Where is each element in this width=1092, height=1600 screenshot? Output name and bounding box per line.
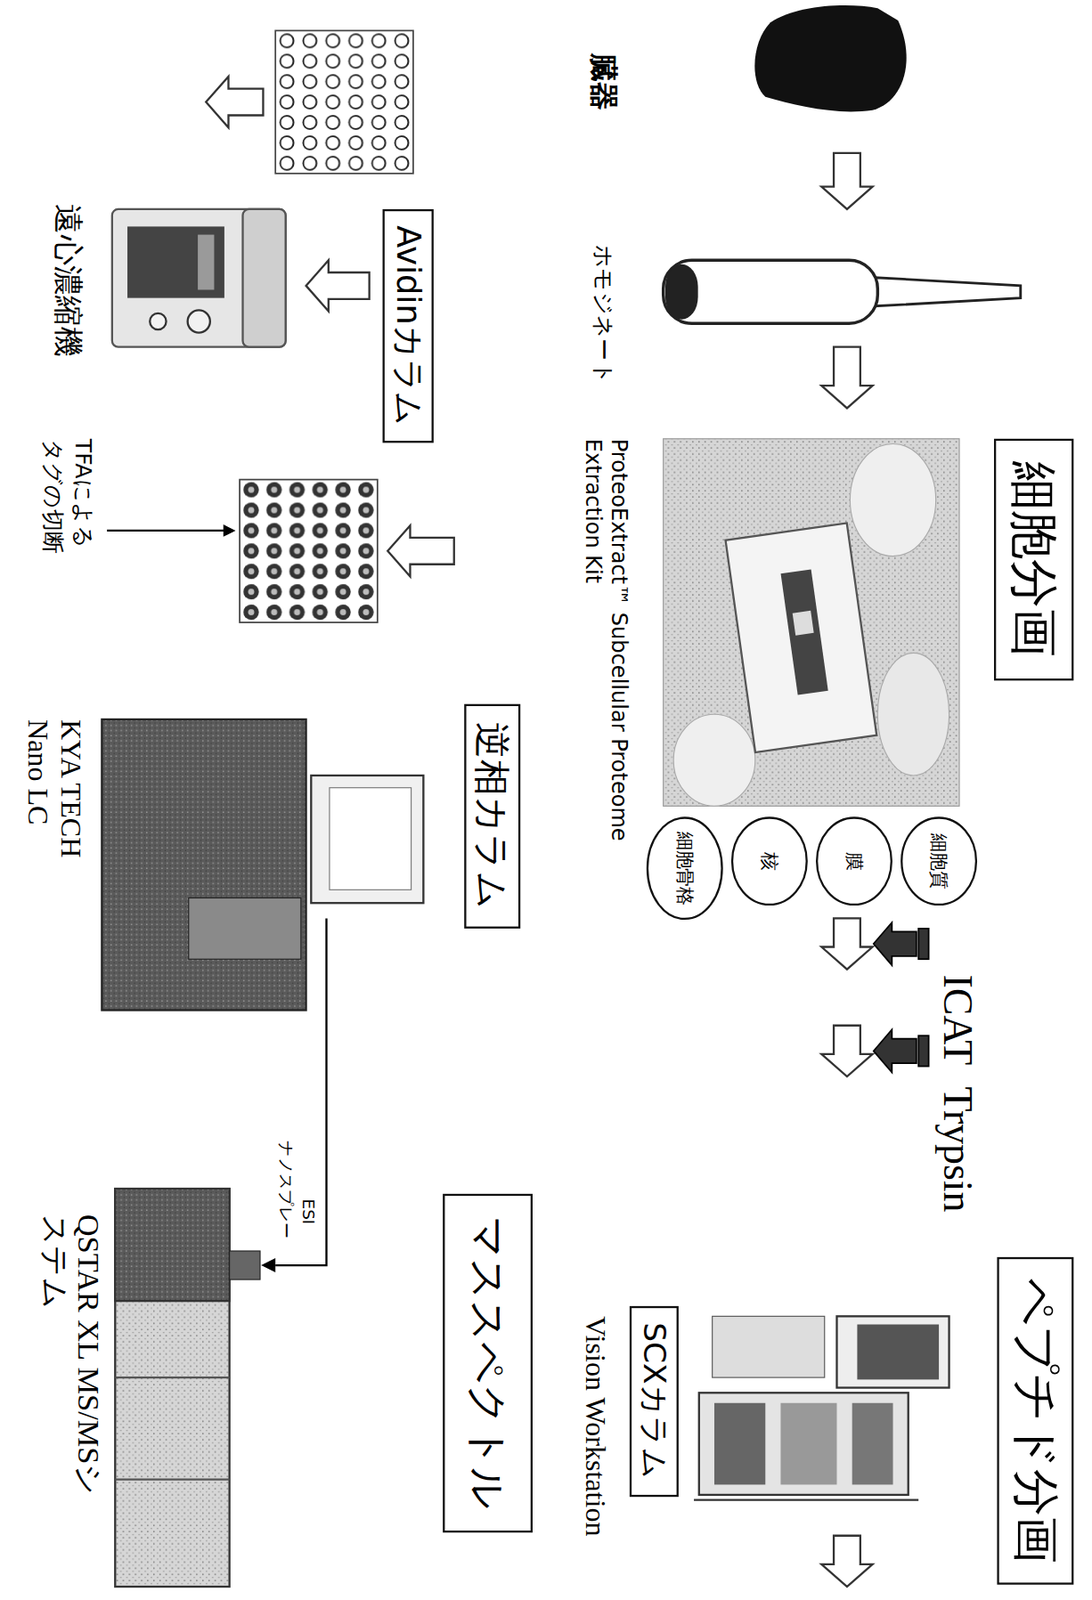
lc-module [188, 897, 302, 960]
box-text: 細胞骨格 [673, 831, 696, 906]
step-box: SCXカラム [629, 1306, 679, 1498]
fraction-ellipse: 細胞骨格 [645, 816, 724, 921]
organ-blob [754, 5, 906, 112]
section-heading-box: 細胞分画 [994, 439, 1074, 682]
fraction-ellipse: 膜 [814, 816, 893, 907]
flow-arrow [821, 1026, 872, 1077]
box-text: マススペクトル [463, 1216, 513, 1511]
ellipse-outline [647, 818, 723, 920]
kit-box-face [725, 523, 878, 753]
hand [673, 714, 756, 807]
kit-box [725, 523, 878, 753]
wire-label: ESI [298, 1199, 318, 1226]
step-box: Avidinカラム [382, 209, 434, 443]
ion-source [229, 1251, 261, 1280]
section-heading-box: マススペクトル [442, 1194, 533, 1533]
homogenizer-tip [665, 264, 699, 320]
kit-tube [792, 611, 815, 636]
hand [877, 652, 949, 776]
ellipse-outline [732, 818, 807, 905]
control-panel [127, 226, 225, 298]
flow-arrow [306, 260, 370, 311]
ms-cabinet-dark [114, 1189, 229, 1302]
centrifuge-lid [243, 209, 286, 348]
flow-arrow [205, 76, 263, 128]
flow-arrow [821, 1536, 872, 1588]
leader-arrowhead [223, 524, 237, 538]
flow-arrow [387, 525, 454, 577]
display [197, 235, 214, 291]
hplc-module [714, 1403, 766, 1486]
instrument-caption: 遠心濃縮機 [49, 203, 87, 358]
spray-arrowhead [260, 1258, 276, 1273]
well-plate [239, 480, 378, 623]
lc-body [101, 719, 306, 1011]
fraction-ellipse: 細胞質 [900, 816, 978, 907]
box-text: ペプチド分画 [1007, 1278, 1064, 1565]
reagent-name: ICAT [932, 974, 982, 1066]
box-text: 細胞質 [928, 833, 951, 889]
flow-arrow [821, 918, 872, 970]
flow-arrow [821, 153, 872, 210]
kit-band [781, 569, 829, 695]
instrument-caption: QSTAR XL MS/MSシステム [38, 1214, 106, 1501]
hplc-module [780, 1403, 837, 1486]
ms-cabinet [114, 1189, 229, 1588]
reagent-arrows [873, 922, 930, 1073]
hplc-module [852, 1403, 894, 1486]
leader-line [106, 529, 225, 532]
homogenizer-body [663, 260, 879, 324]
section-heading-box: ペプチド分画 [996, 1257, 1074, 1586]
hand [849, 444, 936, 557]
reagent-name: Trypsin [932, 1086, 982, 1213]
step-caption: 臓器 [586, 53, 620, 111]
lc-monitor [310, 775, 424, 904]
vial-cap [918, 1035, 929, 1067]
reagent-arrow [873, 1029, 917, 1073]
monitor [837, 1316, 950, 1388]
box-text: SCXカラム [635, 1322, 673, 1482]
centrifuge-body [112, 209, 286, 348]
instrument-caption: KYA TECH Nano LC [20, 719, 87, 883]
flow-arrow [821, 347, 872, 409]
cabinet-seam [114, 1479, 229, 1482]
dial [187, 309, 211, 333]
note-caption: TFAによる タグの切断 [38, 439, 98, 567]
kit-photo [663, 439, 960, 807]
homogenizer-rod [875, 277, 1021, 307]
hplc-tower [699, 1393, 909, 1496]
keyboard [712, 1316, 825, 1378]
fraction-ellipse: 核 [730, 816, 808, 907]
reagent-arrow [873, 922, 917, 966]
box-text: 核 [757, 852, 781, 872]
step-caption: ホモジネート [589, 244, 617, 385]
spray-line [275, 918, 326, 1266]
box-text: 逆相カラム [470, 722, 514, 911]
box-text: 膜 [843, 852, 866, 872]
ellipse-outline [901, 818, 977, 905]
vial-cap [918, 929, 929, 960]
lc-screen [329, 788, 412, 891]
well-plate [275, 30, 414, 173]
monitor-screen [856, 1325, 939, 1381]
cabinet-seam [114, 1377, 229, 1379]
box-text: Avidinカラム [388, 225, 428, 427]
dial [149, 313, 166, 330]
box-text: 細胞分画 [1004, 461, 1064, 659]
instrument-caption: Vision Workstation [578, 1316, 612, 1537]
wire-label: ナノスプレー [276, 1140, 296, 1239]
tubing [693, 1499, 919, 1501]
step-box: 逆相カラム [464, 704, 521, 930]
product-caption: ProteoExtract™ Subcellular Proteome Extr… [578, 439, 633, 889]
ellipse-outline [816, 818, 892, 905]
